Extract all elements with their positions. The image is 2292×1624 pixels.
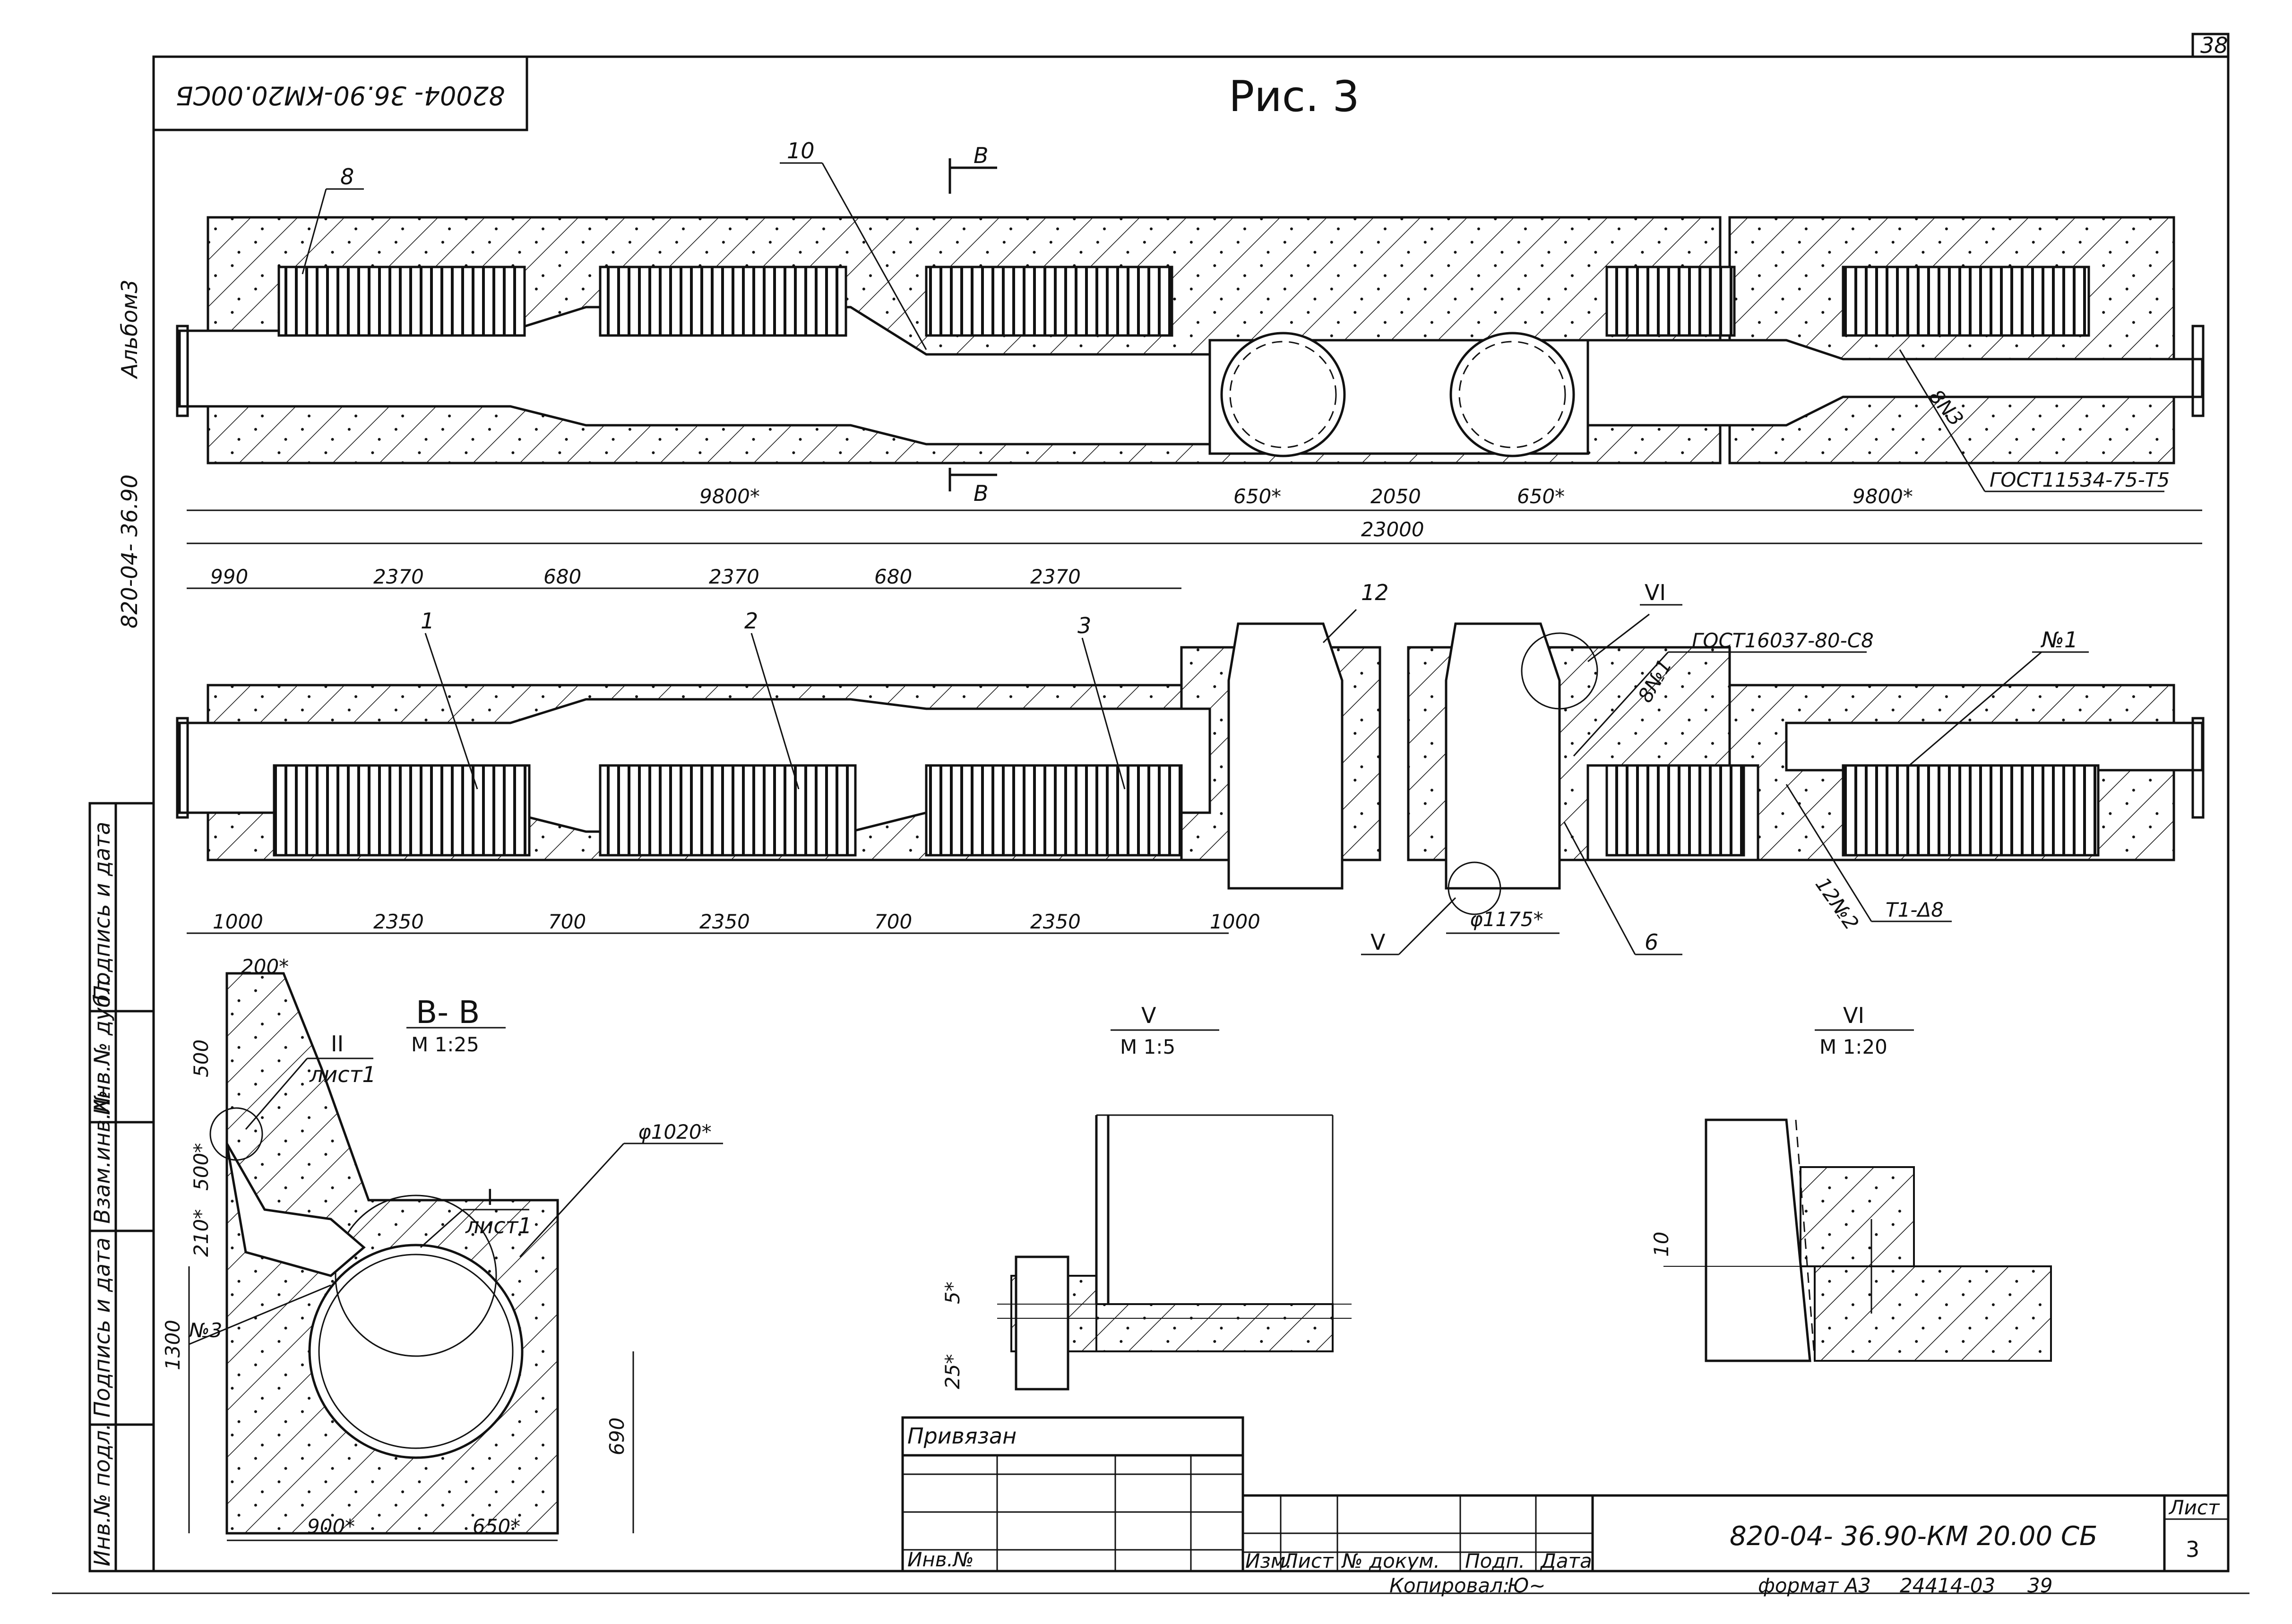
detail-v-title: V: [1141, 1003, 1156, 1028]
detail-v: V М 1:5 5* 25*: [941, 1003, 1352, 1391]
section-bb: В- В М 1:25 II лист1 I лист1 φ1020* №3 2…: [161, 955, 723, 1541]
gost-11534: ГОСТ11534-75-Т5: [1990, 468, 2170, 491]
side-cell-sign-date: Подпись и дата: [89, 822, 115, 1002]
sheet-label: Лист: [2168, 1496, 2220, 1519]
dim-990: 990: [210, 565, 248, 588]
dim-1000-a: 1000: [213, 910, 263, 933]
callout-1: 1: [421, 608, 434, 634]
callout-2: 2: [744, 608, 758, 634]
dim-680-a: 680: [543, 565, 581, 588]
detail-vi-title: VI: [1843, 1003, 1864, 1028]
dim-2370-b: 2370: [709, 565, 759, 588]
node-i-sheet: лист1: [465, 1213, 532, 1238]
dim-700-b: 700: [874, 910, 912, 933]
section-mark-top: В: [974, 143, 989, 168]
dim-2050: 2050: [1370, 485, 1421, 508]
dim-500-star: 500*: [190, 1143, 213, 1191]
copied: Копировал:: [1389, 1574, 1509, 1597]
section-mark-bottom: В: [974, 481, 989, 506]
archive-no: 39: [2027, 1574, 2052, 1597]
inv-no: Инв.№: [907, 1548, 974, 1571]
side-cell-inv: Инв.№ подл.: [89, 1423, 115, 1566]
dim-650-a: 650*: [1233, 485, 1281, 508]
node-i: I: [487, 1185, 493, 1210]
side-table: Подпись и дата Инв.№ дубл. Взам.инв.№ По…: [88, 802, 155, 1572]
dim-680-b: 680: [874, 565, 912, 588]
dim-650-b: 650*: [1517, 485, 1565, 508]
copied-sign: Ю~: [1508, 1574, 1546, 1597]
side-cell-sign-date-2: Подпись и дата: [89, 1237, 115, 1418]
callout-v: V: [1370, 929, 1386, 955]
col-izm: Изм.: [1245, 1549, 1292, 1572]
dim-2350-c: 2350: [1030, 910, 1081, 933]
callout-3: 3: [1077, 613, 1091, 638]
weld-type-t1: Т1-Δ8: [1886, 898, 1944, 921]
section-bb-title: В- В: [416, 994, 480, 1031]
rotated-stamp-code: 82004- 36.90-КМ20.00СБ: [176, 80, 505, 110]
dim-500: 500: [190, 1040, 213, 1077]
section-bb-scale: М 1:25: [411, 1033, 479, 1056]
corner-number: 38: [2200, 33, 2228, 58]
title-block: Привязан Инв.№ Изм. Лист № докум. Подп. …: [901, 1416, 2230, 1597]
dim-23000: 23000: [1361, 518, 1424, 541]
callout-12: 12: [1361, 580, 1389, 605]
callout-n1: №1: [2040, 627, 2078, 653]
dim-5: 5*: [941, 1281, 964, 1304]
figure-title: Рис. 3: [1229, 72, 1360, 121]
col-doc: № докум.: [1341, 1549, 1440, 1572]
dim-1300: 1300: [161, 1320, 184, 1370]
detail-vi-scale: М 1:20: [1819, 1035, 1887, 1058]
dim-700-a: 700: [548, 910, 586, 933]
dim-2350-a: 2350: [373, 910, 424, 933]
privyazan: Привязан: [907, 1423, 1017, 1449]
weld-12n2: 12№2: [1811, 873, 1863, 935]
top-view: В В 8 10 8N3 ГОСТ11534-75-Т5 9800* 650* …: [176, 138, 2205, 544]
col-date: Дата: [1540, 1549, 1592, 1572]
dim-d1175: φ1175*: [1470, 908, 1543, 931]
gost-16037: ГОСТ16037-80-С8: [1692, 629, 1874, 652]
node-ii: II: [331, 1031, 344, 1057]
sheet-number: 3: [2186, 1537, 2199, 1562]
middle-view: 990 2370 680 2370 680 2370 1 2 3 12: [176, 565, 2205, 955]
dim-2350-b: 2350: [699, 910, 750, 933]
side-cell-replace: Взам.инв.№: [89, 1090, 115, 1224]
format: формат А3: [1758, 1574, 1871, 1597]
callout-8: 8: [340, 164, 354, 189]
detail-vi: VI М 1:20 10: [1650, 1003, 2052, 1362]
dim-2370-a: 2370: [373, 565, 424, 588]
callout-6: 6: [1645, 929, 1658, 955]
dim-200: 200*: [241, 955, 289, 978]
dim-690: 690: [605, 1418, 629, 1455]
dim-210: 210*: [190, 1209, 213, 1257]
archive: 24414-03: [1900, 1574, 1995, 1597]
dim-900: 900*: [307, 1515, 355, 1538]
node-ii-sheet: лист1: [309, 1062, 376, 1087]
album-label: Альбом3: [117, 280, 142, 379]
col-podp: Подп.: [1465, 1549, 1525, 1572]
part-n3: №3: [188, 1319, 222, 1342]
side-cell-dup: Инв.№ дубл.: [89, 973, 115, 1115]
dim-d1020: φ1020*: [638, 1120, 712, 1143]
dim-25: 25*: [941, 1354, 964, 1389]
dim-1000-b: 1000: [1210, 910, 1260, 933]
callout-10: 10: [787, 138, 815, 163]
side-code: 820-04- 36.90: [117, 474, 142, 628]
rotated-stamp-box: [152, 55, 528, 131]
doc-code: 820-04- 36.90-КМ 20.00 СБ: [1730, 1521, 2097, 1552]
dim-2370-c: 2370: [1030, 565, 1081, 588]
dim-9800-right: 9800*: [1853, 485, 1913, 508]
dim-9800-left: 9800*: [699, 485, 760, 508]
dim-10: 10: [1650, 1232, 1673, 1257]
callout-vi: VI: [1645, 580, 1666, 605]
col-list: Лист: [1282, 1549, 1334, 1572]
detail-v-scale: М 1:5: [1120, 1035, 1175, 1058]
dim-650-section: 650*: [473, 1515, 520, 1538]
